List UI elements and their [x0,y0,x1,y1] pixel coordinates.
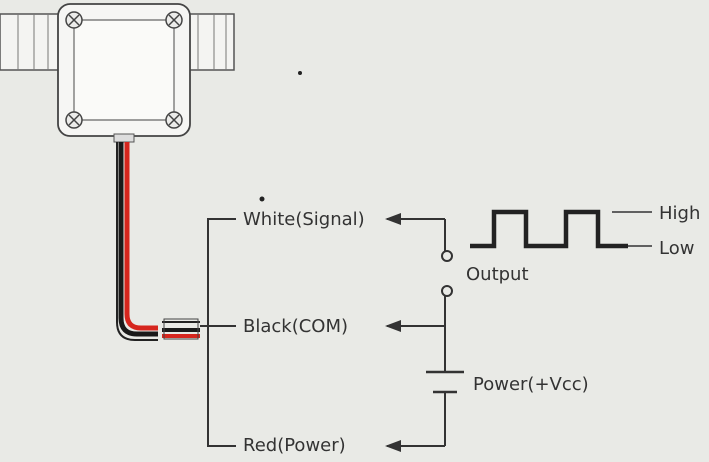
white-signal-label: White(Signal) [243,209,365,230]
screw-icon [65,11,83,29]
screw-icon [165,111,183,129]
output-circuit [385,213,464,452]
cable-gland [113,133,135,143]
sensor-cable [116,142,200,341]
black-com-label: Black(COM) [243,316,349,337]
high-label: High [659,203,701,224]
sensor-inlet-fitting [0,13,61,71]
red-power-label: Red(Power) [243,435,346,456]
power-vcc-label: Power(+Vcc) [473,374,589,395]
sensor-outlet-fitting [185,13,235,71]
wire-bracket [200,218,236,447]
square-wave-signal [470,209,652,249]
screw-icon [165,11,183,29]
output-label: Output [466,264,529,285]
screw-icon [65,111,83,129]
flow-sensor [0,3,235,143]
low-label: Low [659,238,695,259]
sensor-lid [73,19,175,121]
